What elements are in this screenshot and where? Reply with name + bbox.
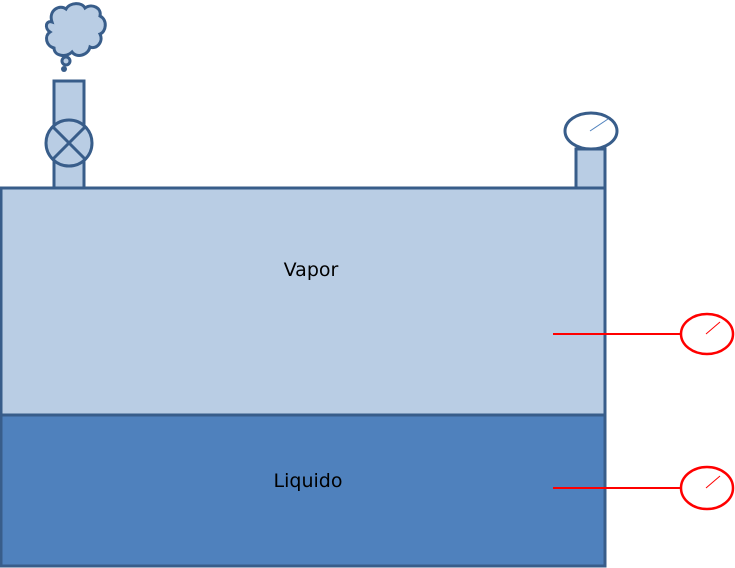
- liquid-sensor: [553, 465, 735, 511]
- liquid-region: [0, 413, 607, 568]
- smoke-cloud-icon: [44, 2, 107, 72]
- vapor-sensor: [553, 312, 735, 356]
- vapor-label: Vapor: [283, 259, 339, 281]
- liquid-label: Liquido: [273, 470, 343, 492]
- pressure-gauge-icon: [563, 111, 619, 151]
- vapor-region: [0, 186, 607, 417]
- valve-icon[interactable]: [44, 118, 94, 168]
- gauge-pipe: [574, 147, 607, 191]
